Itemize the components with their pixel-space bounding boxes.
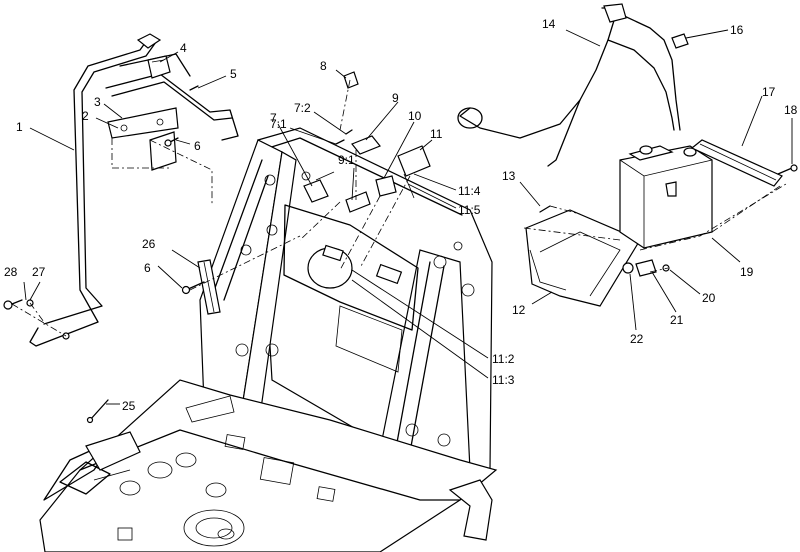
callout-16: 16: [730, 23, 744, 37]
callout-8: 8: [320, 59, 327, 73]
small-hardware: [3, 71, 431, 424]
callout-14: 14: [542, 17, 556, 31]
battery-assembly: [525, 139, 798, 307]
bent-rod-part-1: [29, 33, 239, 347]
callout-2: 2: [82, 109, 89, 123]
callout-17: 17: [762, 85, 776, 99]
battery-cable-part-14: [457, 3, 689, 197]
callout-11-2: 11:2: [492, 352, 515, 366]
callout-11-5: 11:5: [458, 203, 481, 217]
callout-9-1: 9:1: [338, 153, 355, 167]
callout-6-lower: 6: [144, 261, 151, 275]
callout-11-3: 11:3: [492, 373, 515, 387]
callout-28: 28: [4, 265, 18, 279]
callout-7: 7: [270, 111, 277, 125]
bracket-part-26: [197, 259, 221, 315]
callout-10: 10: [408, 109, 422, 123]
callout-11-4: 11:4: [458, 184, 481, 198]
callout-26: 26: [142, 237, 156, 251]
callout-11: 11: [430, 127, 443, 141]
callout-3: 3: [94, 95, 101, 109]
callout-22: 22: [630, 332, 644, 346]
callout-6-upper: 6: [194, 139, 201, 153]
callout-4: 4: [180, 41, 187, 55]
callout-20: 20: [702, 291, 716, 305]
callout-labels: 1 2 3 4 5 6 6 7 7:1 7:2 8 9 9:1 10 11 11…: [4, 17, 798, 413]
callout-12: 12: [512, 303, 526, 317]
plate-part-2-3: [107, 107, 179, 171]
callout-9: 9: [392, 91, 399, 105]
assembly-dash-lines: [11, 79, 787, 337]
main-frame: [39, 127, 498, 552]
callout-21: 21: [670, 313, 684, 327]
callout-1: 1: [16, 120, 23, 134]
callout-25: 25: [122, 399, 136, 413]
callout-13: 13: [502, 169, 516, 183]
leader-lines: [23, 29, 793, 405]
callout-18: 18: [784, 103, 798, 117]
callout-7-2: 7:2: [294, 101, 311, 115]
callout-7-1: 7:1: [270, 117, 287, 131]
callout-27: 27: [32, 265, 46, 279]
relay-part-4: [147, 55, 171, 79]
callout-5: 5: [230, 67, 237, 81]
callout-19: 19: [740, 265, 754, 279]
